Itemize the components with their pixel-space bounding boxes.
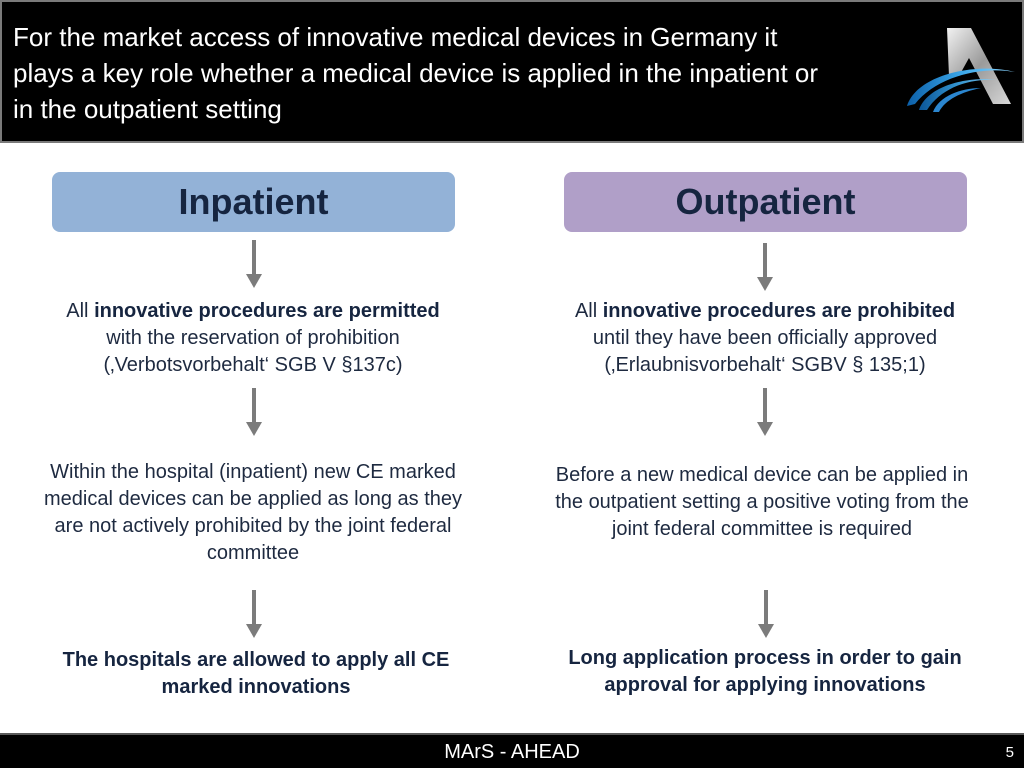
outpatient-header: Outpatient: [564, 172, 967, 232]
arrow-down-icon: [757, 388, 773, 438]
outpatient-conclusion: Long application process in order to gai…: [568, 647, 962, 696]
inpatient-explanation: Within the hospital (inpatient) new CE m…: [43, 461, 463, 564]
arrow-down-icon: [758, 590, 774, 640]
inpatient-conclusion: The hospitals are allowed to apply all C…: [62, 649, 450, 698]
page-number: 5: [1005, 744, 1014, 761]
inpatient-header: Inpatient: [52, 172, 455, 232]
footer-bar: MArS - AHEAD 5: [0, 733, 1024, 768]
arrow-down-icon: [246, 388, 262, 438]
footer-label: MArS - AHEAD: [444, 741, 580, 763]
outpatient-rule: All innovative procedures are prohibited…: [574, 300, 956, 376]
arrow-down-icon: [246, 590, 262, 640]
inpatient-rule: All innovative procedures are permitted …: [66, 300, 440, 376]
arrow-down-icon: [246, 240, 262, 290]
title-bar: For the market access of innovative medi…: [0, 0, 1024, 143]
slide-title: For the market access of innovative medi…: [13, 22, 819, 124]
arrow-down-icon: [757, 243, 773, 293]
mars-ahead-logo-icon: [907, 28, 1015, 112]
outpatient-rule-emphasis: innovative procedures are prohibited: [602, 300, 956, 322]
outpatient-explanation: Before a new medical device can be appli…: [555, 464, 969, 540]
inpatient-rule-emphasis: innovative procedures are permitted: [94, 300, 440, 322]
